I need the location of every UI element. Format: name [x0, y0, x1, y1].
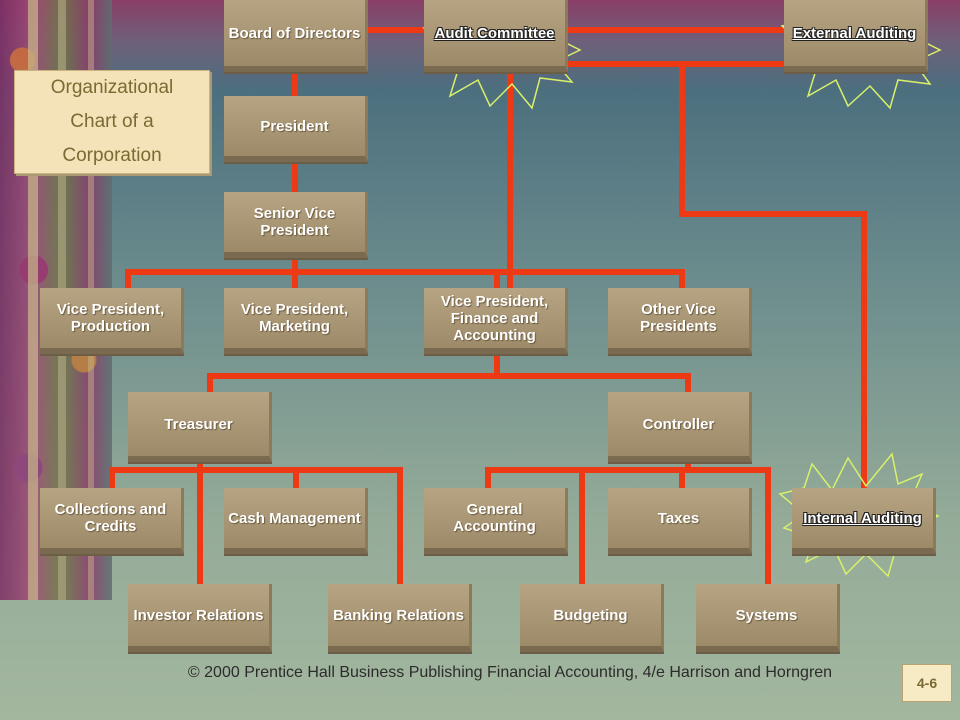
node-controller: Controller: [608, 392, 752, 462]
node-general-accounting: General Accounting: [424, 488, 568, 554]
node-vp-finance-accounting: Vice President, Finance and Accounting: [424, 288, 568, 354]
node-vp-production: Vice President, Production: [40, 288, 184, 354]
chart-title-line3: Corporation: [62, 145, 162, 166]
node-external-auditing: External Auditing: [784, 0, 928, 72]
node-taxes: Taxes: [608, 488, 752, 554]
decorative-bar: [28, 0, 38, 600]
node-board-of-directors: Board of Directors: [224, 0, 368, 72]
node-banking-relations: Banking Relations: [328, 584, 472, 652]
node-collections-and-credits: Collections and Credits: [40, 488, 184, 554]
chart-title-line2: Chart of a: [70, 111, 154, 132]
node-treasurer: Treasurer: [128, 392, 272, 462]
node-audit-committee: Audit Committee: [424, 0, 568, 72]
node-president: President: [224, 96, 368, 162]
node-senior-vice-president: Senior Vice President: [224, 192, 368, 258]
node-cash-management: Cash Management: [224, 488, 368, 554]
footer-copyright: © 2000 Prentice Hall Business Publishing…: [187, 664, 833, 681]
node-other-vice-presidents: Other Vice Presidents: [608, 288, 752, 354]
node-vp-marketing: Vice President, Marketing: [224, 288, 368, 354]
chart-title-box: Organizational Chart of a Corporation: [14, 70, 210, 174]
node-systems: Systems: [696, 584, 840, 652]
slide-number-badge: 4-6: [902, 664, 952, 702]
chart-title-line1: Organizational: [50, 77, 174, 98]
node-budgeting: Budgeting: [520, 584, 664, 652]
node-internal-auditing: Internal Auditing: [792, 488, 936, 554]
node-investor-relations: Investor Relations: [128, 584, 272, 652]
